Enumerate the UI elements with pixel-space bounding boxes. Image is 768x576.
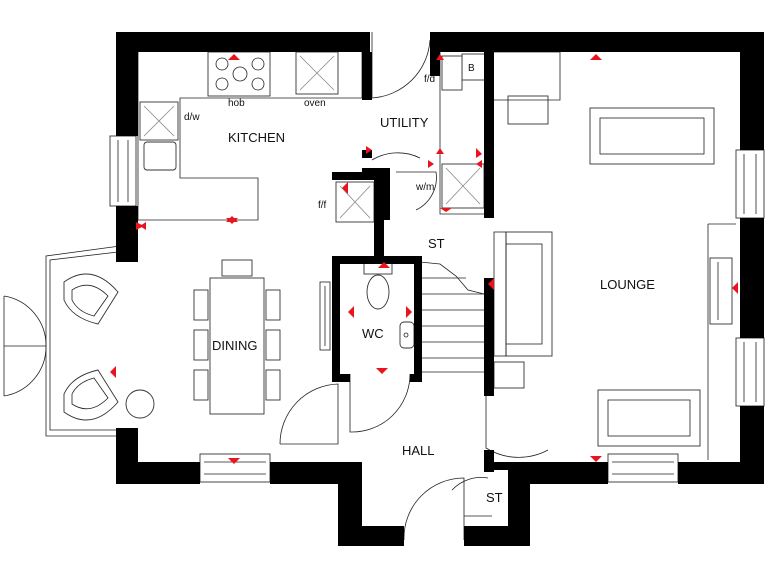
dining-furniture [3,245,281,437]
fixture-label-hob: hob [228,98,245,109]
walls [116,32,764,546]
fixture-label-oven: oven [304,98,326,109]
utility-unit [441,55,463,91]
room-label-kitchen: KITCHEN [228,130,285,145]
room-label-st-upper: ST [428,236,445,251]
fixture-label-b: B [468,63,475,74]
sofa-top [589,107,715,165]
room-label-dining: DINING [212,338,258,353]
dining-table [209,277,265,415]
labels: KITCHEN UTILITY LOUNGE DINING WC HALL ST… [184,63,655,505]
kitchen-fittings [137,51,375,223]
side-unit [493,361,525,389]
fixture-label-dw: d/w [184,112,200,123]
room-label-wc: WC [362,326,384,341]
room-label-st-lower: ST [486,490,503,505]
room-label-lounge: LOUNGE [600,277,655,292]
sink [143,141,177,171]
boiler [461,53,487,81]
fixture-label-fd: f/d [424,74,435,85]
lounge-furniture [493,51,736,460]
windows [109,135,765,483]
media-unit [507,95,549,125]
room-label-hall: HALL [402,443,435,458]
fixture-label-wm: w/m [415,182,434,193]
toilet [366,274,390,310]
side-table [125,389,155,419]
sofa-bottom [597,389,701,447]
staircase [419,261,485,373]
socket-markers [110,54,738,464]
fixture-label-ff: f/f [318,200,327,211]
room-label-utility: UTILITY [380,115,429,130]
fireplace [709,257,733,325]
doors [279,32,549,541]
basin [399,321,415,349]
sofa-side [505,231,553,357]
utility-fittings [439,52,487,215]
